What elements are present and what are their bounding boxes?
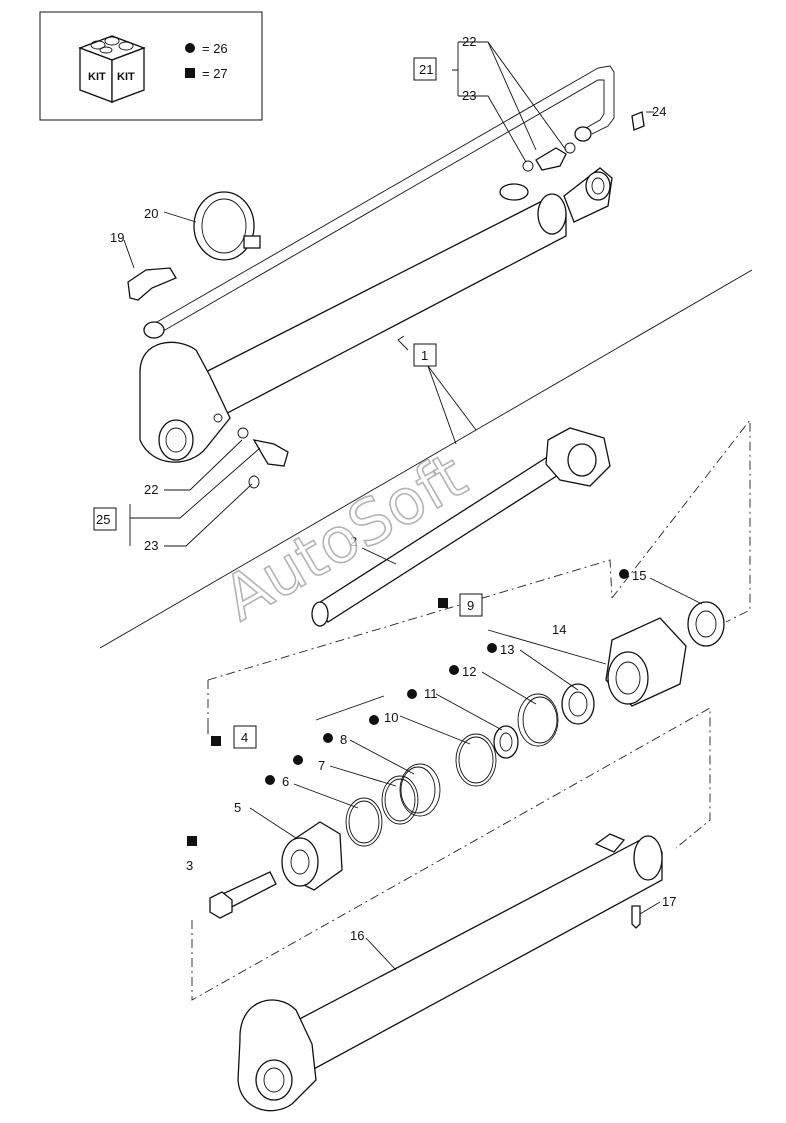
square-marker-icon (185, 68, 195, 78)
o-ring-22-top (522, 160, 534, 172)
callout-10: 10 (384, 710, 398, 725)
callout-14: 14 (552, 622, 566, 637)
kit-label-right: KIT (117, 71, 135, 83)
kit-legend: KIT KIT = 26 = 27 (39, 11, 263, 121)
circle-marker-icon (449, 665, 459, 675)
o-ring-23-bottom (248, 475, 260, 489)
snap-ring-12 (517, 693, 559, 747)
callout-9: 9 (467, 598, 474, 613)
circle-marker-icon (369, 715, 379, 725)
callout-4: 4 (241, 730, 248, 745)
kit-label-left: KIT (88, 71, 106, 83)
leader-lines (123, 41, 703, 971)
dashed-body-outline (191, 707, 711, 1001)
cylinder-assembly-top (127, 65, 645, 489)
grease-fitting-17 (631, 905, 641, 929)
bushing-13 (561, 683, 595, 725)
straight-fitting (535, 147, 567, 171)
circle-marker-icon (293, 755, 303, 765)
circle-marker-icon (487, 643, 497, 653)
callout-17: 17 (662, 894, 676, 909)
wiper-15 (687, 601, 725, 647)
callout-25: 25 (96, 512, 110, 527)
kit-markers (187, 569, 629, 846)
hydraulic-pipe (143, 65, 615, 339)
callout-3: 3 (186, 858, 193, 873)
legend-circle-text: = 26 (202, 41, 228, 56)
callout-23-top: 23 (462, 88, 476, 103)
callout-2: 2 (350, 534, 357, 549)
callout-1: 1 (421, 348, 428, 363)
callout-12: 12 (462, 664, 476, 679)
boxed-callouts: 21 1 25 9 4 (93, 57, 483, 749)
elbow-fitting (252, 439, 289, 467)
callout-8: 8 (340, 732, 347, 747)
square-marker-icon (211, 736, 221, 746)
cylinder-body (237, 833, 663, 1112)
callout-13: 13 (500, 642, 514, 657)
legend-square-text: = 27 (202, 66, 228, 81)
o-ring-22-bottom (237, 427, 249, 439)
clamp-20 (193, 191, 261, 261)
piston-rod (311, 427, 611, 627)
circle-marker-icon (265, 775, 275, 785)
callout-16: 16 (350, 928, 364, 943)
callout-23-bottom: 23 (144, 538, 158, 553)
ring-6 (345, 797, 383, 847)
callout-21: 21 (419, 62, 433, 77)
callout-11: 11 (424, 686, 438, 701)
circle-marker-icon (323, 733, 333, 743)
callout-22-top: 22 (462, 34, 476, 49)
seal-components (209, 601, 725, 919)
square-marker-icon (438, 598, 448, 608)
bleed-plug-24 (631, 111, 645, 131)
callout-6: 6 (282, 774, 289, 789)
section-divider-line (99, 269, 753, 649)
callout-22-bottom: 22 (144, 482, 158, 497)
circle-marker-icon (407, 689, 417, 699)
callout-19: 19 (110, 230, 124, 245)
seal-11 (493, 725, 519, 759)
circle-marker-icon (185, 43, 195, 53)
callout-24: 24 (652, 104, 666, 119)
callout-7: 7 (318, 758, 325, 773)
callout-5: 5 (234, 800, 241, 815)
callout-20: 20 (144, 206, 158, 221)
callout-15: 15 (632, 568, 646, 583)
o-ring-23-top (564, 142, 576, 154)
o-ring-10 (455, 733, 497, 787)
ring-8 (399, 763, 441, 817)
plain-callouts: 22 23 24 20 19 22 23 2 15 14 13 12 11 10… (110, 34, 676, 943)
bracket-19 (127, 267, 177, 301)
kit-box-icon: KIT KIT (78, 35, 146, 103)
square-marker-icon (187, 836, 197, 846)
dashed-kit-outline (207, 418, 751, 681)
circle-marker-icon (619, 569, 629, 579)
ring-7 (381, 775, 419, 825)
